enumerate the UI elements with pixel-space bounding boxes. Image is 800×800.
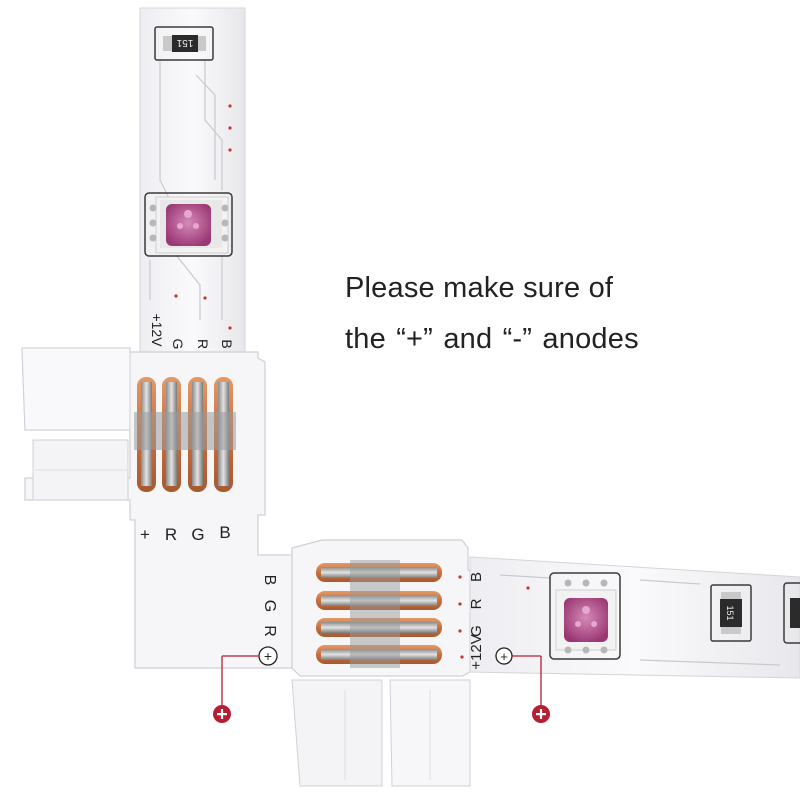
pad-label-r: R [195,339,211,349]
vertical-led-strip: 151 +12V G R B [139,7,246,354]
horizontal-connector [291,539,471,787]
hstrip-plus-text: + [500,649,508,664]
clamp-tab-upper [21,347,131,431]
resistor-top: 151 [154,26,214,61]
trace-dots [174,104,232,330]
caption-line-2: the “+” and “-” anodes [345,323,639,356]
pad-label-12v: +12V [149,313,165,347]
bottom-label-r: R [165,525,177,544]
resistor-code: 151 [176,37,193,48]
hstrip-plus-marker: + [495,647,513,665]
l-connector-body: + R G B B G R + [21,347,293,669]
side-label-r: R [261,625,278,637]
clamp-tab-bottom-left [291,679,383,787]
left-plus-callout [213,655,259,723]
horizontal-strip-traces [499,574,781,666]
corner-plus-marker: + [258,646,278,666]
connector-bottom-labels: + R G B [140,523,231,544]
led-chip-horizontal [549,572,621,660]
caption-the: the [345,323,386,355]
hstrip-dots [458,575,530,659]
bottom-label-plus: + [140,525,150,544]
side-label-b: B [261,575,278,586]
caption-line-1: Please make sure of [345,272,613,305]
vertical-contacts [134,377,236,492]
vertical-pad-labels: +12V G R B [149,313,235,349]
caption-anodes: anodes [542,323,639,355]
horizontal-led-strip: B R G +12V + [458,556,800,679]
resistor-right-code: 151 [725,605,735,620]
bottom-label-g: G [191,525,204,544]
partial-component-edge [783,582,800,644]
hpad-label-r: R [468,598,485,609]
pad-label-g: G [170,339,186,350]
caption-line-1-text: Please make sure of [345,272,614,304]
horizontal-contacts [316,560,442,668]
caption-plus-quoted: “+” [396,323,434,355]
side-label-g: G [261,600,278,612]
horizontal-pad-labels: B R G +12V [468,572,485,670]
resistor-right: 151 [710,584,752,642]
hpad-label-b: B [468,572,485,582]
led-chip-vertical [144,192,233,257]
caption-minus-quoted: “-” [502,323,533,355]
hpad-label-12v: +12V [468,634,485,669]
connector-side-labels: B G R [261,575,278,637]
caption-and: and [443,323,493,355]
right-plus-callout [512,655,550,723]
corner-plus-text: + [264,648,272,664]
bottom-label-b: B [219,523,230,542]
pad-label-b: B [219,339,235,348]
hpad-label-g: G [468,625,485,637]
